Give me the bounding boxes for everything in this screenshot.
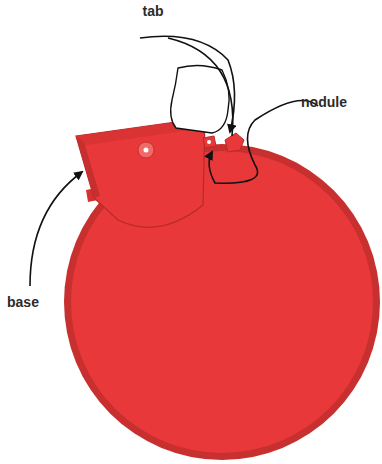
nodule-shape bbox=[225, 133, 244, 152]
base-hole-light bbox=[144, 148, 149, 153]
tab-shape bbox=[171, 65, 229, 133]
leader-line bbox=[209, 100, 318, 183]
part-label: tab bbox=[143, 4, 164, 18]
leader-line bbox=[168, 38, 233, 136]
part-label: nodule bbox=[301, 95, 347, 109]
leader-line bbox=[30, 172, 82, 286]
nodule-dot bbox=[207, 140, 211, 144]
base-shape bbox=[76, 118, 205, 227]
part-label: base bbox=[7, 295, 39, 309]
base-side bbox=[76, 136, 100, 198]
leader-line bbox=[140, 36, 235, 132]
base-hole bbox=[138, 142, 154, 158]
nodule-shape-2 bbox=[203, 136, 216, 148]
